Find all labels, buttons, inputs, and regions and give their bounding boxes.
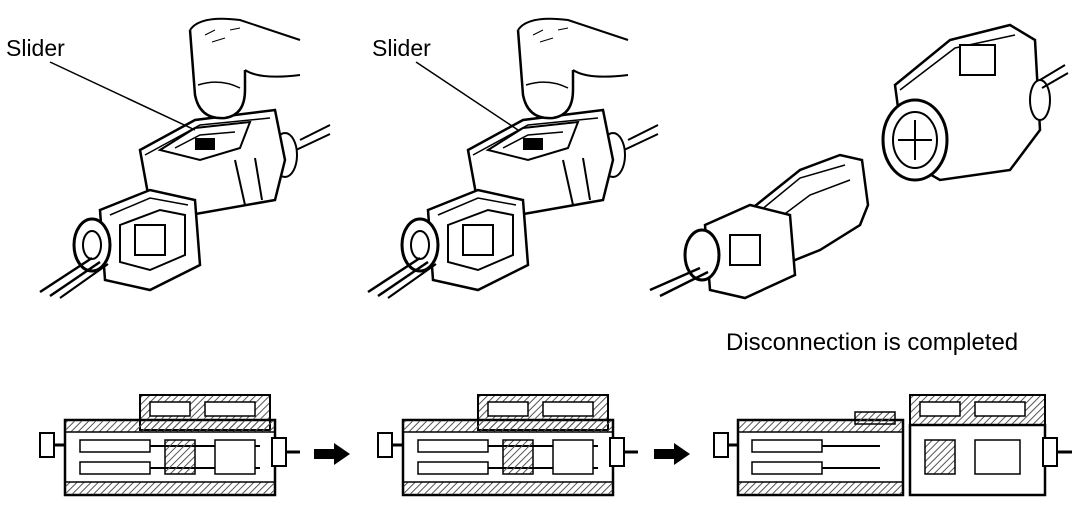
disconnection-completed-label: Disconnection is completed xyxy=(726,329,1019,356)
arrow-right-icon xyxy=(654,443,690,465)
cross-section-separated xyxy=(713,394,1072,497)
arrow-right-icon xyxy=(314,443,350,465)
cross-section-sliding xyxy=(376,393,640,497)
slider-label-middle: Slider xyxy=(372,35,431,61)
connector-icon xyxy=(38,17,332,300)
slider-label-left: Slider xyxy=(6,35,65,61)
connector-icon xyxy=(366,17,660,300)
connector-icon xyxy=(649,23,1069,300)
cross-section-locked xyxy=(38,393,302,497)
